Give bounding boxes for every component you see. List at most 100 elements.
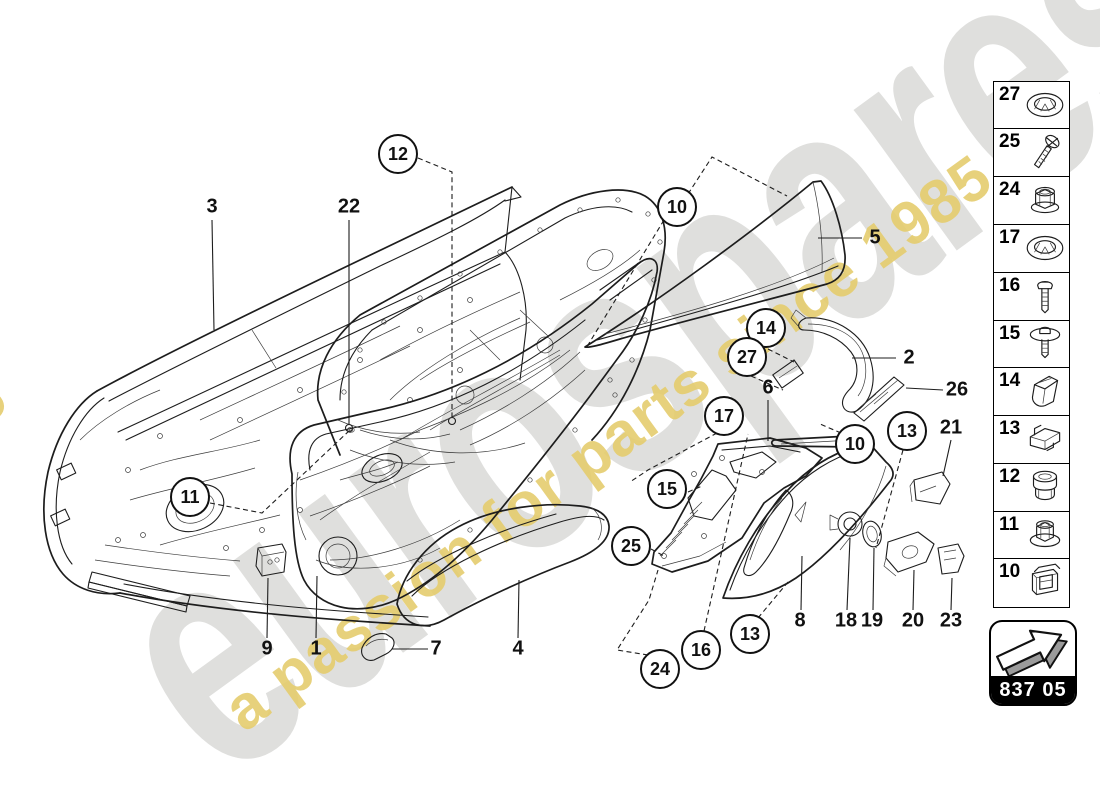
sidebar-item-25[interactable]: 25 xyxy=(993,128,1070,178)
sidebar-item-17[interactable]: 17 xyxy=(993,223,1070,274)
sidebar-item-number: 27 xyxy=(999,83,1021,105)
washer-screw-icon xyxy=(1029,326,1061,358)
callout-circle-16[interactable]: 16 xyxy=(681,630,721,670)
flange-bolt-icon xyxy=(1033,132,1062,169)
part-label-7[interactable]: 7 xyxy=(430,637,442,660)
callout-circle-27[interactable]: 27 xyxy=(727,337,767,377)
leader-line-dashed xyxy=(687,485,703,493)
callout-circle-15[interactable]: 15 xyxy=(647,469,687,509)
callout-circle-11[interactable]: 11 xyxy=(170,477,210,517)
carrier-panel-part xyxy=(651,437,823,573)
part-label-4[interactable]: 4 xyxy=(512,637,524,660)
leader-line-dashed xyxy=(767,348,795,363)
leader-line xyxy=(912,569,915,611)
mirror-sail-panel-part xyxy=(584,180,846,349)
window-trim-strip-part xyxy=(722,435,894,600)
arrow-up-right-icon xyxy=(992,622,1075,686)
callout-circle-13[interactable]: 13 xyxy=(730,614,770,654)
callout-circle-10[interactable]: 10 xyxy=(657,187,697,227)
sidebar-item-number: 17 xyxy=(999,226,1021,248)
part-label-8[interactable]: 8 xyxy=(794,609,806,632)
bracket-strip-part xyxy=(853,376,905,422)
pan-head-screw-icon xyxy=(1037,280,1053,314)
part-label-19[interactable]: 19 xyxy=(860,609,884,632)
speaker-cover-part xyxy=(883,531,935,577)
sheet-metal-clip-icon xyxy=(1029,424,1061,452)
leader-line xyxy=(266,577,269,639)
part-label-26[interactable]: 26 xyxy=(945,378,969,401)
leader-line xyxy=(905,387,944,391)
flange-nut-icon xyxy=(1029,519,1061,547)
tweeter-knob-part xyxy=(829,511,863,537)
leader-line-dashed xyxy=(417,157,453,418)
sidebar-item-number: 14 xyxy=(999,370,1021,392)
part-label-22[interactable]: 22 xyxy=(337,195,361,218)
leader-line xyxy=(942,439,952,477)
sidebar-item-number: 12 xyxy=(999,465,1021,487)
sidebar-item-number: 25 xyxy=(999,131,1021,153)
leader-line-dashed xyxy=(750,375,784,391)
leader-line-dashed xyxy=(875,449,904,549)
part-label-21[interactable]: 21 xyxy=(939,416,963,439)
sidebar-item-10[interactable]: 10 xyxy=(993,558,1070,608)
leader-line-dashed xyxy=(687,156,788,197)
door-trim-panel-part xyxy=(289,257,659,610)
leader-line xyxy=(517,579,520,639)
sidebar-item-number: 24 xyxy=(999,179,1021,201)
plastic-grommet-icon xyxy=(1032,470,1058,500)
sidebar-item-27[interactable]: 27 xyxy=(993,80,1070,131)
leader-lines xyxy=(209,156,953,656)
leader-line xyxy=(872,547,875,611)
sidebar-item-15[interactable]: 15 xyxy=(993,319,1070,369)
part-label-2[interactable]: 2 xyxy=(903,346,915,369)
callout-circle-17[interactable]: 17 xyxy=(704,396,744,436)
sidebar-item-12[interactable]: 12 xyxy=(993,462,1070,513)
callout-circle-24[interactable]: 24 xyxy=(640,649,680,689)
callout-circle-13[interactable]: 13 xyxy=(887,411,927,451)
leader-line-dashed xyxy=(616,569,659,656)
sidebar-item-24[interactable]: 24 xyxy=(993,176,1070,226)
callout-circle-25[interactable]: 25 xyxy=(611,526,651,566)
leader-line xyxy=(211,219,215,331)
leader-line-dashed xyxy=(757,581,789,619)
sidebar-item-16[interactable]: 16 xyxy=(993,271,1070,322)
door-handle-trim-part xyxy=(772,309,874,413)
part-label-20[interactable]: 20 xyxy=(901,609,925,632)
upper-cover-part xyxy=(909,471,951,505)
leader-line-dashed xyxy=(629,432,718,483)
leader-line xyxy=(846,537,851,611)
part-label-9[interactable]: 9 xyxy=(261,637,273,660)
leader-line xyxy=(800,555,803,611)
retainer-clip-part xyxy=(361,633,395,661)
leader-line xyxy=(950,577,953,611)
sidebar-item-14[interactable]: 14 xyxy=(993,367,1070,417)
page-code-label: 837 05 xyxy=(991,676,1075,704)
leader-line-dashed xyxy=(819,423,842,434)
clip-nut-washer-icon xyxy=(1026,235,1064,261)
part-label-1[interactable]: 1 xyxy=(310,637,322,660)
part-label-3[interactable]: 3 xyxy=(206,195,218,218)
cage-clip-icon xyxy=(1031,563,1061,596)
callout-circle-10[interactable]: 10 xyxy=(835,424,875,464)
sidebar-item-number: 10 xyxy=(999,561,1021,583)
sidebar-item-number: 16 xyxy=(999,274,1021,296)
leader-line xyxy=(315,575,318,639)
sidebar-item-number: 15 xyxy=(999,322,1021,344)
flange-lock-nut-icon xyxy=(1030,187,1060,214)
sidebar-item-11[interactable]: 11 xyxy=(993,510,1070,560)
page-code-box[interactable]: 837 05 xyxy=(989,620,1077,706)
callout-circle-12[interactable]: 12 xyxy=(378,134,418,174)
part-label-5[interactable]: 5 xyxy=(869,226,881,249)
door-inner-panel-part xyxy=(316,189,667,465)
spring-clip-icon xyxy=(1031,376,1059,408)
leader-line-dashed xyxy=(587,219,665,346)
part-label-6[interactable]: 6 xyxy=(762,376,774,399)
part-label-18[interactable]: 18 xyxy=(834,609,858,632)
window-switch-part xyxy=(255,543,287,577)
part-label-23[interactable]: 23 xyxy=(939,609,963,632)
leader-line-dashed xyxy=(650,548,665,557)
sidebar-item-number: 11 xyxy=(999,513,1020,535)
sidebar-item-13[interactable]: 13 xyxy=(993,415,1070,465)
armrest-part xyxy=(396,503,610,627)
